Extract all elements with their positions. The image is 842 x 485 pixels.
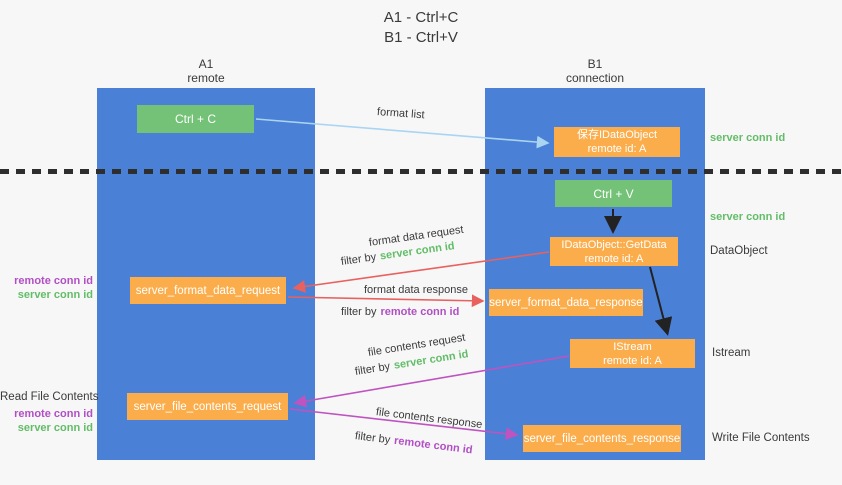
istream-line2: remote id: A xyxy=(603,354,662,367)
filter-by-text: filter by xyxy=(340,251,377,268)
session-separator-line xyxy=(0,169,842,174)
read-file-contents-annotation: Read File Contents xyxy=(0,391,99,403)
getdata-node: IDataObject::GetData remote id: A xyxy=(550,237,678,266)
column-header-a1: A1 remote xyxy=(136,57,276,85)
title-line-1: A1 - Ctrl+C xyxy=(383,9,459,26)
column-b1-subtitle: connection xyxy=(565,71,625,85)
server-format-data-response-label: server_format_data_response xyxy=(489,296,643,309)
file-contents-response-label: file contents response xyxy=(375,406,483,431)
ctrl-c-node: Ctrl + C xyxy=(137,105,254,133)
ctrl-v-node: Ctrl + V xyxy=(555,180,672,207)
save-dataobject-line1: 保存IDataObject xyxy=(576,129,658,141)
getdata-line2: remote id: A xyxy=(584,252,644,265)
ctrl-v-label: Ctrl + V xyxy=(593,186,634,201)
format-data-response-text: format data response xyxy=(364,284,468,296)
filter-by-remote-conn-id-label-2: filter by remote conn id xyxy=(354,430,473,456)
save-dataobject-node: 保存IDataObject remote id: A xyxy=(554,127,680,157)
filter-by-text: filter by xyxy=(341,306,377,318)
server-file-contents-response-node: server_file_contents_response xyxy=(523,425,681,452)
column-a1-subtitle: remote xyxy=(187,71,225,85)
filter-by-text: filter by xyxy=(354,430,391,447)
getdata-line1: IDataObject::GetData xyxy=(561,238,667,251)
filter-by-text: filter by xyxy=(354,360,391,378)
left-conn-id-group-2: Read File Contents remote conn id server… xyxy=(0,390,99,435)
filter-by-remote-conn-id-label-1: filter by remote conn id xyxy=(341,306,459,318)
server-format-data-response-node: server_format_data_response xyxy=(489,289,643,316)
format-data-response-arrow xyxy=(287,294,485,308)
column-b1-name: B1 xyxy=(587,57,603,71)
diagram-title: A1 - Ctrl+C B1 - Ctrl+V xyxy=(0,8,842,48)
column-a1-name: A1 xyxy=(198,57,214,71)
title-line-2: B1 - Ctrl+V xyxy=(384,29,458,46)
server-file-contents-request-label: server_file_contents_request xyxy=(133,400,282,413)
server-conn-id-annotation-mid: server conn id xyxy=(710,211,786,223)
write-file-contents-annotation: Write File Contents xyxy=(712,432,810,444)
server-file-contents-request-node: server_file_contents_request xyxy=(127,393,288,420)
remote-conn-id-annotation-1: remote conn id xyxy=(14,275,93,287)
istream-node: IStream remote id: A xyxy=(570,339,695,368)
remote-conn-id-text: remote conn id xyxy=(393,434,474,457)
remote-conn-id-text: remote conn id xyxy=(380,306,460,318)
server-conn-id-annotation-1: server conn id xyxy=(17,289,93,301)
format-data-response-label: format data response xyxy=(364,284,468,296)
server-format-data-request-node: server_format_data_request xyxy=(130,277,286,304)
remote-conn-id-annotation-2: remote conn id xyxy=(14,408,93,420)
save-dataobject-line2: remote id: A xyxy=(587,143,647,155)
istream-annotation: Istream xyxy=(712,347,751,359)
server-format-data-request-label: server_format_data_request xyxy=(135,284,281,297)
ctrl-c-label: Ctrl + C xyxy=(174,112,216,126)
server-conn-id-annotation-2: server conn id xyxy=(17,422,93,434)
server-conn-id-annotation-top: server conn id xyxy=(710,132,786,144)
dataobject-annotation: DataObject xyxy=(710,245,768,257)
server-file-contents-response-label: server_file_contents_response xyxy=(523,432,681,445)
format-list-text: format list xyxy=(376,106,425,122)
file-contents-response-text: file contents response xyxy=(375,406,483,431)
column-header-b1: B1 connection xyxy=(525,57,665,85)
left-conn-id-group-1: remote conn id server conn id xyxy=(0,274,93,302)
format-list-label: format list xyxy=(377,106,425,121)
istream-line1: IStream xyxy=(613,340,652,353)
